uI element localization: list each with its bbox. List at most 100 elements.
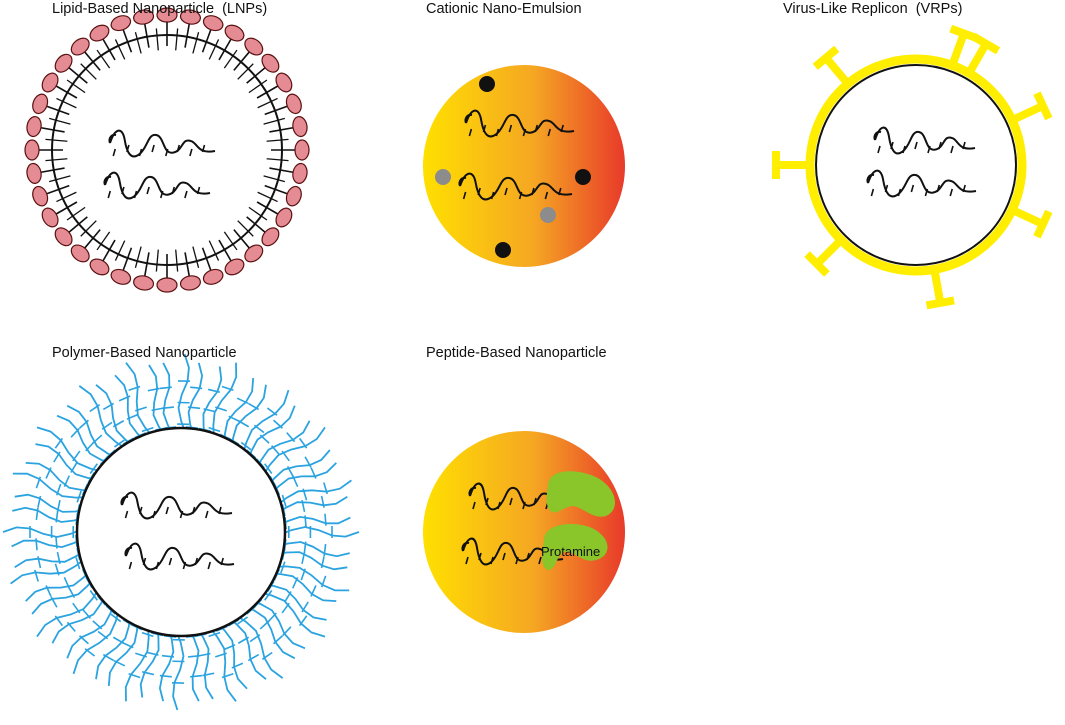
lipid-head [156, 277, 178, 293]
lipid-head [275, 207, 293, 228]
polymer-title: Polymer-Based Nanoparticle [52, 345, 237, 361]
cne-dark-dot [575, 169, 591, 185]
rna-hook [873, 130, 882, 141]
vrp-spike-stem [965, 41, 990, 76]
polymer-branch [146, 651, 159, 656]
rna-strand [866, 169, 977, 198]
polymer-branch [304, 515, 307, 528]
lipid-tail [45, 158, 68, 162]
lipid-tail [134, 246, 142, 269]
polymer-branch [122, 641, 134, 649]
lipid-tail [263, 175, 286, 183]
rna-tick [151, 144, 155, 153]
rna-tick [902, 145, 906, 154]
lnp-lipid-tails [39, 22, 295, 278]
rna-tick [196, 186, 201, 195]
vrp-spike-cap [949, 24, 979, 42]
vrp-capsid [815, 64, 1017, 266]
lipid-head [202, 268, 224, 285]
polymer-branch [298, 437, 308, 449]
lipid-head [202, 15, 224, 32]
polymer-branch [208, 631, 221, 638]
rna-tick [924, 188, 929, 197]
lipid-head [24, 139, 40, 161]
vrp-spike-cap [812, 45, 840, 70]
rna-tick [218, 506, 222, 515]
polymer-branch [237, 636, 250, 644]
polymer-branch [281, 602, 290, 614]
rna-tick [962, 184, 966, 193]
polymer-branch [301, 601, 309, 613]
polymer-branch [215, 406, 227, 412]
polymer-branch [78, 419, 89, 429]
rna-tick [502, 552, 506, 561]
lipid-tail [48, 117, 71, 125]
polymer-branch [84, 648, 96, 657]
lipid-head [133, 275, 155, 291]
lipid-head [70, 37, 90, 56]
polymer-branch [56, 483, 62, 496]
lipid-tail [155, 249, 159, 272]
polymer-branch [63, 577, 70, 589]
polymer-branch [264, 463, 273, 474]
rna-tick [531, 187, 535, 196]
rna-tick [508, 124, 513, 133]
rna-backbone [121, 491, 233, 520]
polymer-branch [159, 386, 172, 390]
polymer-branch [207, 388, 221, 393]
rna-tick [142, 557, 147, 566]
polymer-branch [37, 556, 42, 569]
rna-tick [890, 141, 894, 150]
polymer-branch [63, 475, 70, 487]
lipid-tail [175, 28, 179, 51]
polymer-particle [2, 353, 360, 711]
rna-hook [464, 113, 473, 124]
polymer-branch [253, 424, 265, 434]
polymer-branch [113, 659, 126, 667]
polymer-branch [76, 490, 82, 503]
cne-grey-dot [435, 169, 451, 185]
rna-tick [495, 128, 500, 137]
polymer-branch [147, 387, 160, 392]
vrp-title: Virus-Like Replicon (VRPs) [783, 1, 963, 17]
rna-tick [194, 557, 199, 566]
lipid-tail [256, 85, 279, 99]
rna-tick [220, 557, 224, 566]
polymer-branch [320, 575, 327, 588]
rna-tick [936, 184, 941, 193]
polymer-branch [45, 585, 52, 597]
rna-tick [176, 144, 181, 153]
rna-backbone [465, 109, 575, 138]
polymer-branch [45, 467, 52, 479]
polymer-branch [53, 451, 61, 463]
polymer-branch [259, 434, 270, 444]
lipid-tail [237, 63, 254, 80]
polymer-branch [188, 406, 201, 410]
rna-tick [547, 128, 552, 137]
cne-particle [423, 65, 625, 267]
rna-tick [207, 561, 212, 570]
lipid-head [292, 162, 308, 184]
polymer-branch [264, 590, 273, 601]
polymer-branch [292, 475, 299, 487]
lipid-head [32, 93, 49, 115]
polymer-branch [135, 652, 147, 658]
lipid-tail [80, 63, 97, 80]
rna-hook [120, 495, 129, 506]
lipid-tail [84, 51, 101, 71]
polymer-branch [273, 419, 284, 429]
polymer-branch [215, 652, 227, 658]
lipid-head [26, 116, 42, 138]
lipid-tail [223, 231, 238, 251]
polymer-branch [310, 467, 317, 479]
polymer-branch [89, 463, 98, 474]
rna-tick [870, 188, 875, 197]
polymer-branch [259, 620, 270, 630]
polymer-branch [240, 441, 252, 451]
rna-tick [168, 557, 173, 566]
polymer-branch [261, 651, 273, 660]
rna-tick [465, 556, 469, 565]
polymer-branch [301, 499, 306, 513]
rna-tick [112, 148, 117, 157]
lipid-tail [257, 191, 278, 203]
